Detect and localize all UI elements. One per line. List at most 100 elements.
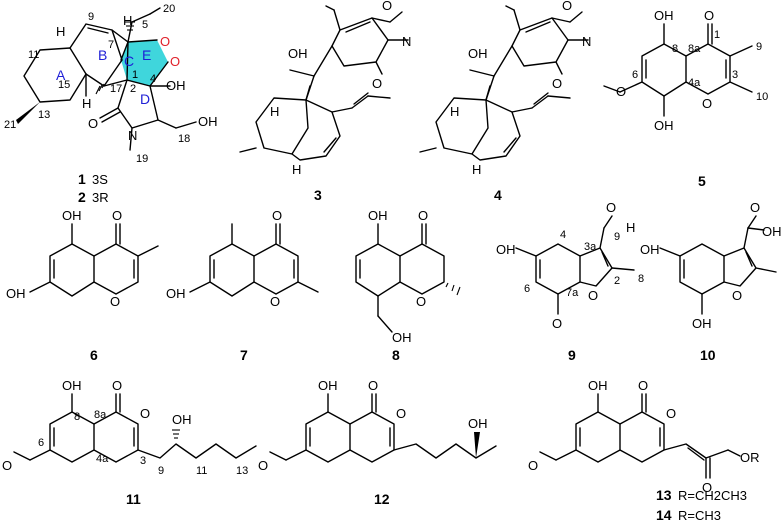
structure-6: OH O O OH — [6, 208, 159, 309]
oh-label-c5b: OH — [654, 118, 674, 133]
o-label-c13c: O — [702, 480, 712, 495]
compound-label-2: 2 — [78, 189, 86, 205]
ome-label-c13: O — [528, 458, 538, 473]
o-label-c6b: O — [110, 294, 120, 309]
ome-label-c11: O — [2, 458, 12, 473]
num-c9-6: 6 — [524, 283, 530, 295]
structure-5: OH O O OH O 8 8a 1 9 6 4a 3 10 — [603, 8, 768, 133]
h-label-c3b: H — [292, 162, 301, 177]
o-label-c5a: O — [704, 8, 714, 23]
oh-label-c4: OH — [468, 46, 488, 61]
o-label-c7a: O — [272, 208, 282, 223]
or-label-c13: OR — [740, 450, 760, 465]
oh-label-c6b: OH — [6, 286, 26, 301]
num-c1-18: 18 — [178, 133, 190, 145]
oh-label-c5a: OH — [654, 8, 674, 23]
o-label-c3a: O — [382, 0, 392, 13]
num-c11-13: 13 — [236, 465, 248, 477]
o-label-c11a: O — [112, 378, 122, 393]
ring-label-a: A — [56, 67, 66, 83]
oh-label-c7: OH — [166, 286, 186, 301]
compound-config-2: 3R — [92, 190, 109, 205]
h-label-c4b: H — [472, 162, 481, 177]
num-c9-4: 4 — [560, 229, 566, 241]
num-c1-5: 5 — [142, 19, 148, 31]
o-label-c1: O — [88, 116, 98, 131]
structure-13-14: OH O O O OR O — [528, 378, 760, 495]
num-c11-6: 6 — [38, 437, 44, 449]
num-c5-9: 9 — [756, 41, 762, 53]
o-label-c13b: O — [666, 406, 676, 421]
o-label-c11b: O — [140, 406, 150, 421]
n-label-c3: N — [402, 34, 411, 49]
num-c1-2: 2 — [130, 83, 136, 95]
o-label-c6a: O — [112, 208, 122, 223]
o-label-c4a: O — [562, 0, 572, 13]
oh-label-c3: OH — [288, 46, 308, 61]
num-c1-21: 21 — [4, 119, 16, 131]
oh-label-c8b: OH — [392, 330, 412, 345]
structure-7: O O OH — [166, 208, 319, 309]
o-label-c8b: O — [416, 294, 426, 309]
num-c9-7a: 7a — [566, 287, 579, 299]
oh-label-c8a: OH — [368, 208, 388, 223]
o-label-c4b: O — [552, 76, 562, 91]
ring-label-c: C — [124, 53, 134, 69]
ome-label-c9: O — [552, 316, 562, 331]
ring-label-b: B — [98, 47, 107, 63]
compound-label-6: 6 — [90, 347, 98, 363]
num-c9-9: 9 — [614, 231, 620, 243]
num-c9-8: 8 — [638, 273, 644, 285]
oh-label-c11a: OH — [62, 378, 82, 393]
o-label-c5b: O — [702, 96, 712, 111]
oh-label-c12a: OH — [318, 378, 338, 393]
num-c1-4: 4 — [150, 73, 156, 85]
h-label-c1c: H — [56, 24, 65, 39]
num-c11-8a: 8a — [94, 409, 107, 421]
num-c1-15: 15 — [58, 79, 70, 91]
compound-label-7: 7 — [240, 347, 248, 363]
compound-label-14: 14 — [656, 507, 672, 523]
num-c1-7: 7 — [108, 39, 114, 51]
oh-label-c10b: OH — [762, 224, 782, 239]
h-label-c4a: H — [450, 104, 459, 119]
o-label-c12a: O — [368, 378, 378, 393]
compound-label-10: 10 — [700, 347, 716, 363]
o-label-c13a: O — [638, 378, 648, 393]
num-c1-20: 20 — [163, 3, 175, 15]
o-label-c12b: O — [396, 406, 406, 421]
structure-3: OH O N O H H — [239, 0, 411, 177]
compound-substituent-13: R=CH2CH3 — [678, 488, 747, 503]
num-c5-6: 6 — [632, 69, 638, 81]
oh-label-c13: OH — [588, 378, 608, 393]
num-c11-3: 3 — [140, 455, 146, 467]
structure-9: OH O H O O 4 3a 9 6 7a 2 8 — [496, 200, 644, 331]
structure-1-2: A B C D E O O OH OH O N H H H 9 11 15 21… — [4, 3, 218, 165]
o-label-c7b: O — [270, 294, 280, 309]
o-label-c8a: O — [418, 208, 428, 223]
h-label-c1b: H — [82, 96, 91, 111]
o-label-c10b: O — [732, 288, 742, 303]
compound-label-5: 5 — [698, 173, 706, 189]
num-c9-3a: 3a — [584, 241, 597, 253]
num-c5-8: 8 — [672, 43, 678, 55]
ome-label-c5: O — [616, 84, 626, 99]
oh-label-c12b: OH — [468, 416, 488, 431]
num-c1-17: 17 — [110, 83, 122, 95]
ome-label-c12: O — [258, 458, 268, 473]
n-label-c4: N — [582, 34, 591, 49]
oh-label-c10a: OH — [640, 242, 660, 257]
oh-label-c9: OH — [496, 242, 516, 257]
num-c1-1: 1 — [132, 69, 138, 81]
num-c11-8: 8 — [74, 411, 80, 423]
compound-label-13: 13 — [656, 487, 672, 503]
compound-substituent-14: R=CH3 — [678, 508, 721, 523]
num-c5-3: 3 — [732, 69, 738, 81]
num-c11-11: 11 — [196, 465, 207, 477]
num-c5-4a: 4a — [688, 77, 701, 89]
structure-4: OH O N O H H — [419, 0, 591, 177]
structure-11: OH O O OH O 8 8a 6 4a 3 9 11 13 — [2, 378, 257, 477]
num-c1-19: 19 — [136, 153, 148, 165]
oh-label-c10c: OH — [692, 316, 712, 331]
compound-label-12: 12 — [374, 491, 390, 507]
